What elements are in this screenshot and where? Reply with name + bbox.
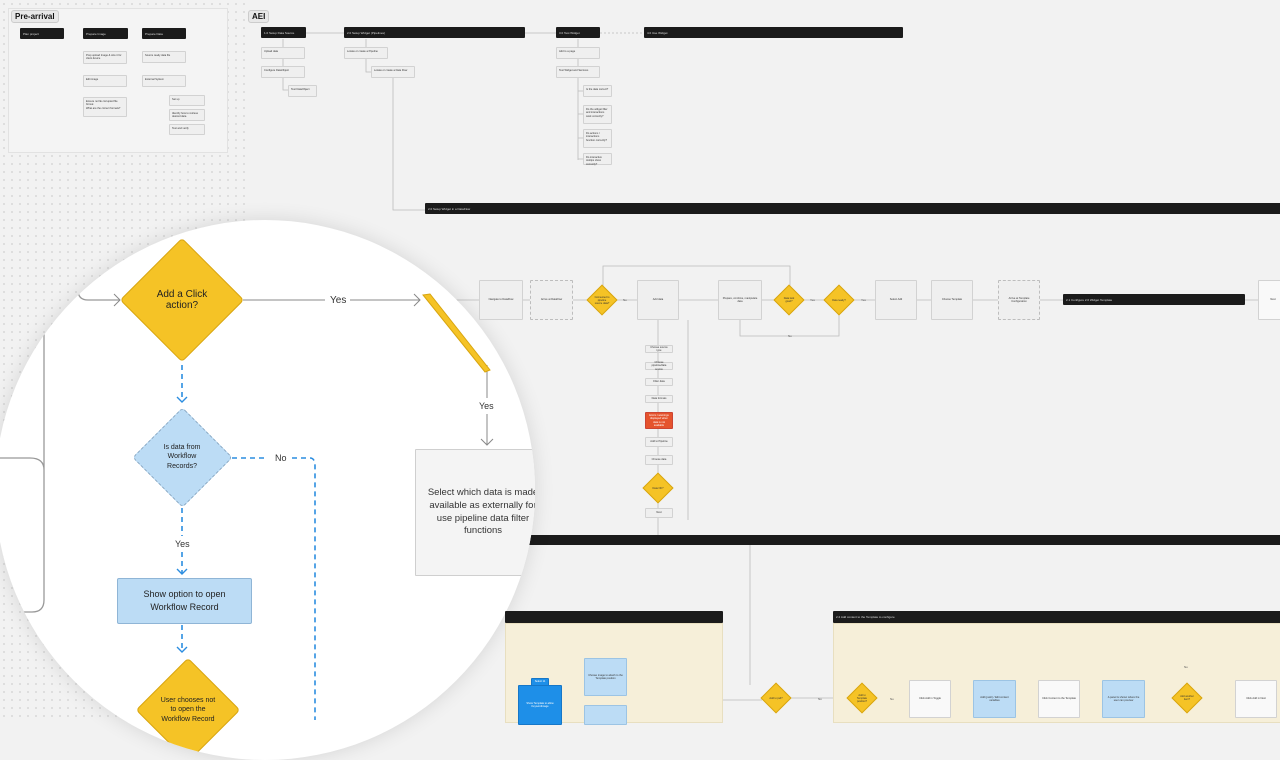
node-text: Ensure no file corrupted file format xyxy=(86,100,118,107)
select-data-node[interactable]: Select which data is made available as e… xyxy=(415,449,535,576)
header-node[interactable]: 3.0 Test Widget xyxy=(556,27,600,38)
flow-node[interactable]: Do the widget filter and interactions wo… xyxy=(583,105,612,124)
connector-label: No xyxy=(788,334,792,338)
connector-label-yes: Yes xyxy=(175,539,190,549)
section-bar[interactable]: 2.2 Add content to the Template to confi… xyxy=(833,611,1280,623)
decision-node[interactable]: Connected to pipeline source data? xyxy=(587,285,617,315)
flow-node[interactable]: Configure DataObject xyxy=(261,66,305,78)
decision-node[interactable]: Add another item? xyxy=(1172,683,1202,713)
flow-node[interactable]: Test DataObject xyxy=(288,85,317,97)
flow-node[interactable]: Add to Pipeline xyxy=(645,437,673,447)
header-node[interactable]: Prepare Image xyxy=(83,28,128,39)
flow-node[interactable]: Arrive at DataFlow xyxy=(530,280,573,320)
flow-node[interactable]: Click Add in Next xyxy=(1235,680,1277,718)
flow-node[interactable]: Do actions / interactions function corre… xyxy=(583,129,612,148)
flow-node[interactable]: Choose source type xyxy=(645,345,673,353)
flow-node[interactable]: Identify how to retrieve desired data xyxy=(169,109,205,121)
info-node[interactable]: Choose image to attach to the Template p… xyxy=(584,658,627,696)
flow-node[interactable]: Filter data xyxy=(645,378,673,386)
flow-node[interactable]: Do interactive tooltips show correctly? xyxy=(583,153,612,166)
flow-node[interactable]: Add data xyxy=(637,280,679,320)
flow-node[interactable]: Test Widget and Services xyxy=(556,66,600,78)
decision-node[interactable]: Add to pull? xyxy=(761,683,791,713)
error-node[interactable]: Errors / warnings displayed when data is… xyxy=(645,412,673,429)
flow-node[interactable]: Upload data xyxy=(261,47,305,59)
info-node[interactable]: Add (push) / Edit content variables xyxy=(973,680,1016,718)
flow-node[interactable]: Locate or create a Pipeline xyxy=(344,47,388,59)
flow-node[interactable]: Is the data correct? xyxy=(583,85,612,97)
info-node[interactable] xyxy=(584,705,627,725)
flow-node[interactable]: Prepare, combine, manipulate data xyxy=(718,280,762,320)
header-node[interactable]: 2.0 Setup Widget (Pipelines) xyxy=(344,27,525,38)
flow-node[interactable]: Arrive at Template Configuration xyxy=(998,280,1040,320)
decision-node[interactable]: Data ready? xyxy=(824,285,854,315)
decision-user-chooses[interactable]: User chooses not to open the Workflow Re… xyxy=(135,657,241,760)
flow-node[interactable]: Navigate to DataFlow xyxy=(479,280,523,320)
connector-label: No xyxy=(818,697,822,701)
node-bullet: What are the correct formats? xyxy=(86,106,121,110)
decision-node[interactable]: Add to Template position? xyxy=(847,683,877,713)
flow-node[interactable]: External System xyxy=(142,75,186,87)
section-bar[interactable]: 2.1 Configure 2.0 Widget Template xyxy=(1063,294,1245,305)
flow-node[interactable]: Select Add xyxy=(875,280,917,320)
connector-label: Yes xyxy=(810,298,815,302)
frame-title-pre-arrival: Pre-arrival xyxy=(11,10,59,23)
flow-node[interactable]: Next xyxy=(1258,280,1280,320)
connector-label: No xyxy=(890,697,894,701)
connector-label: No xyxy=(623,298,627,302)
flow-node[interactable]: Data formats xyxy=(645,395,673,403)
decision-add-click-action[interactable]: Add a Click action? xyxy=(119,237,245,363)
flow-node[interactable]: Choose data xyxy=(645,455,673,465)
decision-node[interactable]: Data look good? xyxy=(774,285,804,315)
flow-node[interactable]: Locate or create a Data Flow xyxy=(371,66,415,78)
flow-node[interactable]: Set up xyxy=(169,95,205,106)
connector-label-no: No xyxy=(275,453,287,463)
folder-tab: Select 11 xyxy=(531,678,549,686)
info-node[interactable]: A panel is shown where the user can prev… xyxy=(1102,680,1145,718)
connector-label: Yes xyxy=(861,298,866,302)
flow-node[interactable]: Click Add in Toggle xyxy=(909,680,951,718)
section-bar xyxy=(505,611,723,623)
header-node[interactable]: 1.0 Setup Data Source xyxy=(261,27,306,38)
flow-node[interactable]: Click Content to the Template xyxy=(1038,680,1080,718)
section-bar[interactable]: 2.0 Setup Widget in a DataFlow xyxy=(425,203,1280,214)
header-node[interactable]: Plan project xyxy=(20,28,64,39)
flow-node[interactable]: Edit image xyxy=(83,75,127,87)
connector-label: No xyxy=(1184,665,1188,669)
magnifier-lens: Add a Click action? Yes Yes Select which… xyxy=(0,220,535,760)
header-node[interactable]: Prepare Data xyxy=(142,28,186,39)
flow-node[interactable]: Choose Template xyxy=(931,280,973,320)
flow-node[interactable]: Add to a page xyxy=(556,47,600,59)
frame-title-aei: AEI xyxy=(248,10,270,23)
flow-node[interactable]: Choose pipeline/data source xyxy=(645,361,673,371)
flow-node[interactable]: Next xyxy=(645,508,673,518)
decision-workflow-records[interactable]: Is data from Workflow Records? xyxy=(131,406,233,508)
section-bar xyxy=(525,535,1280,545)
lens-connectors xyxy=(0,268,494,720)
folder-node[interactable]: Show Template to allow Keywordimage xyxy=(518,685,562,725)
connector-label-yes: Yes xyxy=(330,295,347,306)
flow-node[interactable]: Source ready data file xyxy=(142,51,186,63)
show-workflow-record-option[interactable]: Show option to open Workflow Record xyxy=(117,578,252,624)
connector-label-yes: Yes xyxy=(479,401,494,411)
flow-node[interactable]: Test and verify xyxy=(169,124,205,135)
decision-node[interactable]: Data OK? xyxy=(643,473,673,503)
flow-node[interactable]: Prep upload Image & size it for client d… xyxy=(83,51,127,64)
header-node[interactable]: 4.0 Use Widget xyxy=(644,27,903,38)
